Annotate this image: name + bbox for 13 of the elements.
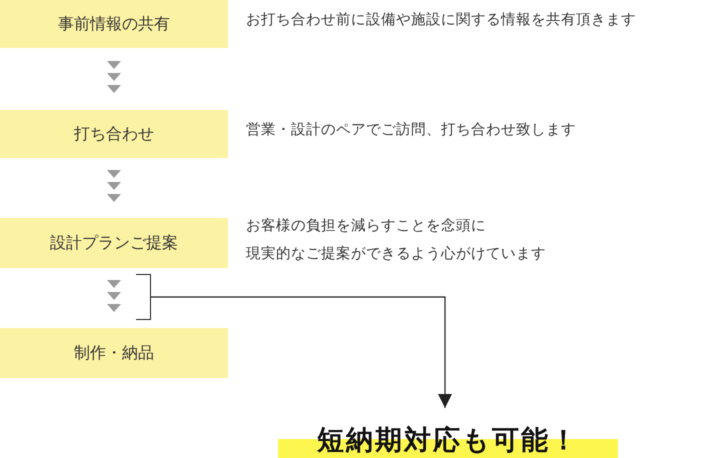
- description-text: 営業・設計のペアでご訪問、打ち合わせ致します: [246, 120, 576, 140]
- chevron-arrow: [107, 170, 121, 202]
- description-text: 現実的なご提案ができるよう心がけています: [246, 244, 546, 264]
- step-box: 制作・納品: [0, 328, 228, 378]
- bracket: [136, 274, 151, 320]
- chevron-arrow: [107, 280, 121, 312]
- chevron-arrow: [107, 61, 121, 93]
- description-text: お客様の負担を減らすことを念頭に: [246, 216, 487, 236]
- arrow: [151, 296, 452, 408]
- step-box: 設計プランご提案: [0, 218, 228, 268]
- step-box: 打ち合わせ: [0, 110, 228, 158]
- step-box: 事前情報の共有: [0, 0, 228, 48]
- description-text: お打ち合わせ前に設備や施設に関する情報を共有頂きます: [246, 11, 636, 30]
